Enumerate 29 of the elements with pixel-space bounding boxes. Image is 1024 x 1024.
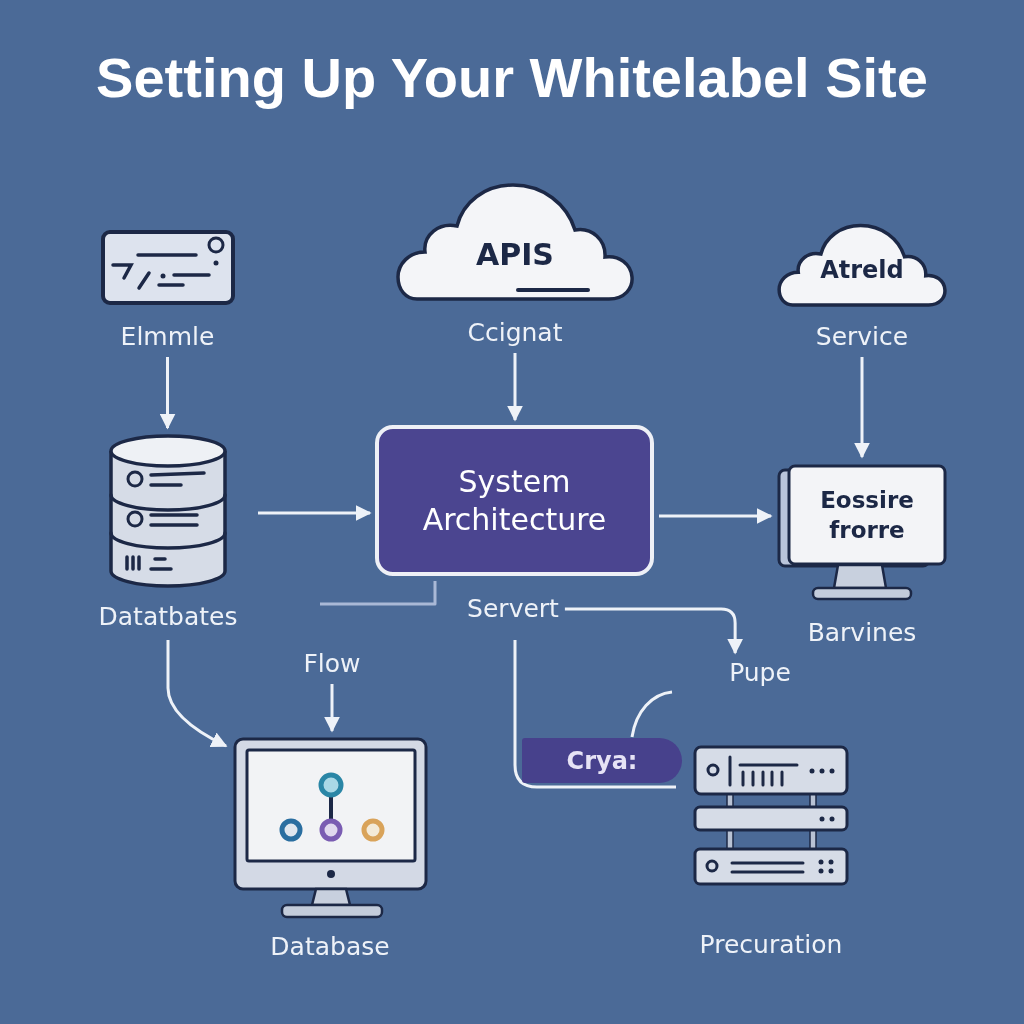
node-caption: Precuration [699, 930, 843, 960]
arrow [564, 607, 744, 655]
node-label: Flow [303, 649, 361, 679]
connector-line [630, 690, 673, 738]
node-caption: Ccignat [467, 318, 563, 348]
node-label: APIS [476, 237, 554, 273]
node-caption: Service [815, 322, 909, 352]
arrow [166, 640, 228, 748]
arrow [159, 357, 176, 430]
node-label: Pupe [729, 658, 791, 688]
node-caption: Datatbates [98, 602, 238, 632]
connector-line [513, 640, 676, 789]
node-label: Atreld [820, 255, 904, 285]
arrow [507, 353, 523, 422]
node-label: Servert [467, 594, 559, 624]
connector-line [320, 581, 437, 606]
diagram-title: Setting Up Your Whitelabel Site [96, 45, 928, 111]
node-caption: Database [270, 932, 390, 962]
arrow [324, 684, 340, 733]
tag-pill [522, 738, 682, 783]
arrow [258, 505, 372, 521]
node-label: Eossire frorre [819, 486, 915, 545]
node-caption: Elmmle [120, 322, 215, 352]
arrow [854, 357, 870, 459]
process-box [375, 425, 654, 576]
node-label: Crya: [566, 745, 638, 776]
node-caption: Barvines [807, 618, 917, 648]
arrow [659, 508, 773, 524]
node-label: System Architecture [421, 462, 608, 539]
